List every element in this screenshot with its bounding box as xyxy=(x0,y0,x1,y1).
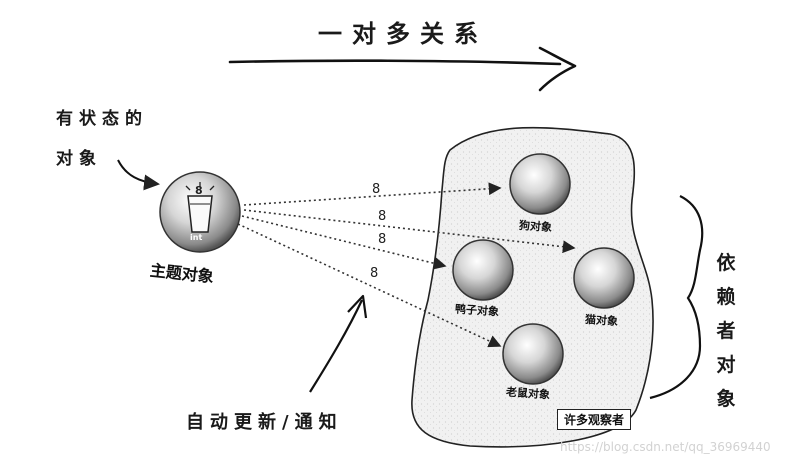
dog-object-label: 狗对象 xyxy=(518,218,553,235)
cup-icon xyxy=(187,195,213,233)
cat-object xyxy=(573,247,635,309)
stateful-label-line1: 有状态的 xyxy=(56,109,148,129)
arrow-label-dog: 8 xyxy=(372,182,381,197)
diagram-title: 一对多关系 xyxy=(318,20,488,48)
subject-object xyxy=(159,171,241,253)
subject-value: 8 xyxy=(195,184,203,197)
auto-update-arrow xyxy=(309,299,363,393)
watermark: https://blog.csdn.net/qq_36969440 xyxy=(560,440,771,454)
duck-object-label: 鸭子对象 xyxy=(454,302,500,319)
stateful-pointer-arrow xyxy=(117,159,160,191)
cat-object-label: 猫对象 xyxy=(584,312,619,329)
dependents-brace xyxy=(649,195,704,400)
one-to-many-arrow xyxy=(228,46,577,92)
observers-region xyxy=(411,126,654,448)
dog-object xyxy=(509,153,571,215)
arrow-label-duck: 8 xyxy=(378,232,387,247)
stateful-label-line2: 对象 xyxy=(56,149,102,169)
subject-type-label: int xyxy=(190,233,203,242)
mouse-object xyxy=(502,323,564,385)
mouse-object-label: 老鼠对象 xyxy=(505,385,551,402)
arrow-label-mouse: 8 xyxy=(370,266,379,281)
dependent-objects-label: 依赖者对象 xyxy=(716,252,736,410)
auto-update-label: 自动更新/通知 xyxy=(186,412,343,433)
notification-arrows xyxy=(237,182,576,348)
arrow-label-cat: 8 xyxy=(378,209,387,224)
many-observers-label: 许多观察者 xyxy=(557,409,632,430)
duck-object xyxy=(452,239,514,301)
